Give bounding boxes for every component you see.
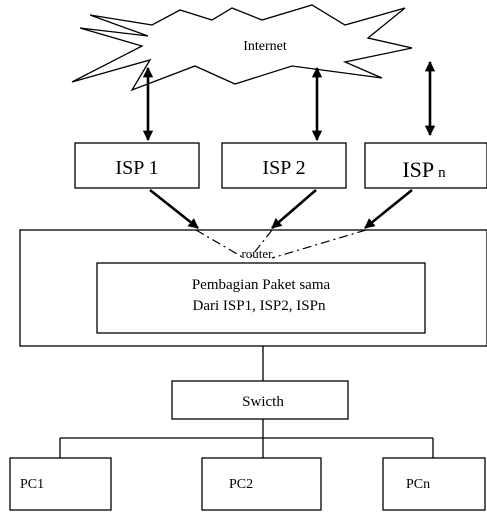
svg-text:ISPn: ISPn [402,157,446,182]
internet-cloud-shape [71,4,413,92]
pc-2-label: PC2 [229,477,253,492]
dashdot-line-isp2 [249,229,273,259]
isp-box-1: ISP 1 [74,142,200,189]
arrow-ispn-router [364,188,413,230]
pc-box-n: PCn [382,457,486,511]
dashdot-line-isp1 [195,229,245,259]
pc-n-label: PCn [406,477,430,492]
pc-box-2: PC2 [201,457,322,511]
isp-2-label: ISP 2 [262,157,305,179]
isp-n-label: ISP [402,157,434,182]
arrow-isp1-router [149,188,199,230]
isp-1-label: ISP 1 [115,157,158,179]
pc-1-label: PC1 [20,477,44,492]
pc-box-1: PC1 [9,457,112,511]
packet-division-box: Pembagian Paket sama Dari ISP1, ISP2, IS… [96,262,426,334]
internet-cloud: Internet [71,4,413,92]
switch-box: Swicth [171,380,349,420]
packet-division-line-1: Pembagian Paket sama [192,277,331,293]
switch-label: Swicth [242,394,284,410]
packet-division-line-2: Dari ISP1, ISP2, ISPn [193,298,326,314]
isp-box-2: ISP 2 [221,142,347,189]
arrow-isp2-router [271,189,317,229]
internet-label: Internet [243,39,287,54]
isp-n-subscript: n [438,165,446,181]
router-label: router [241,246,273,261]
dashdot-line-ispn [271,229,367,259]
